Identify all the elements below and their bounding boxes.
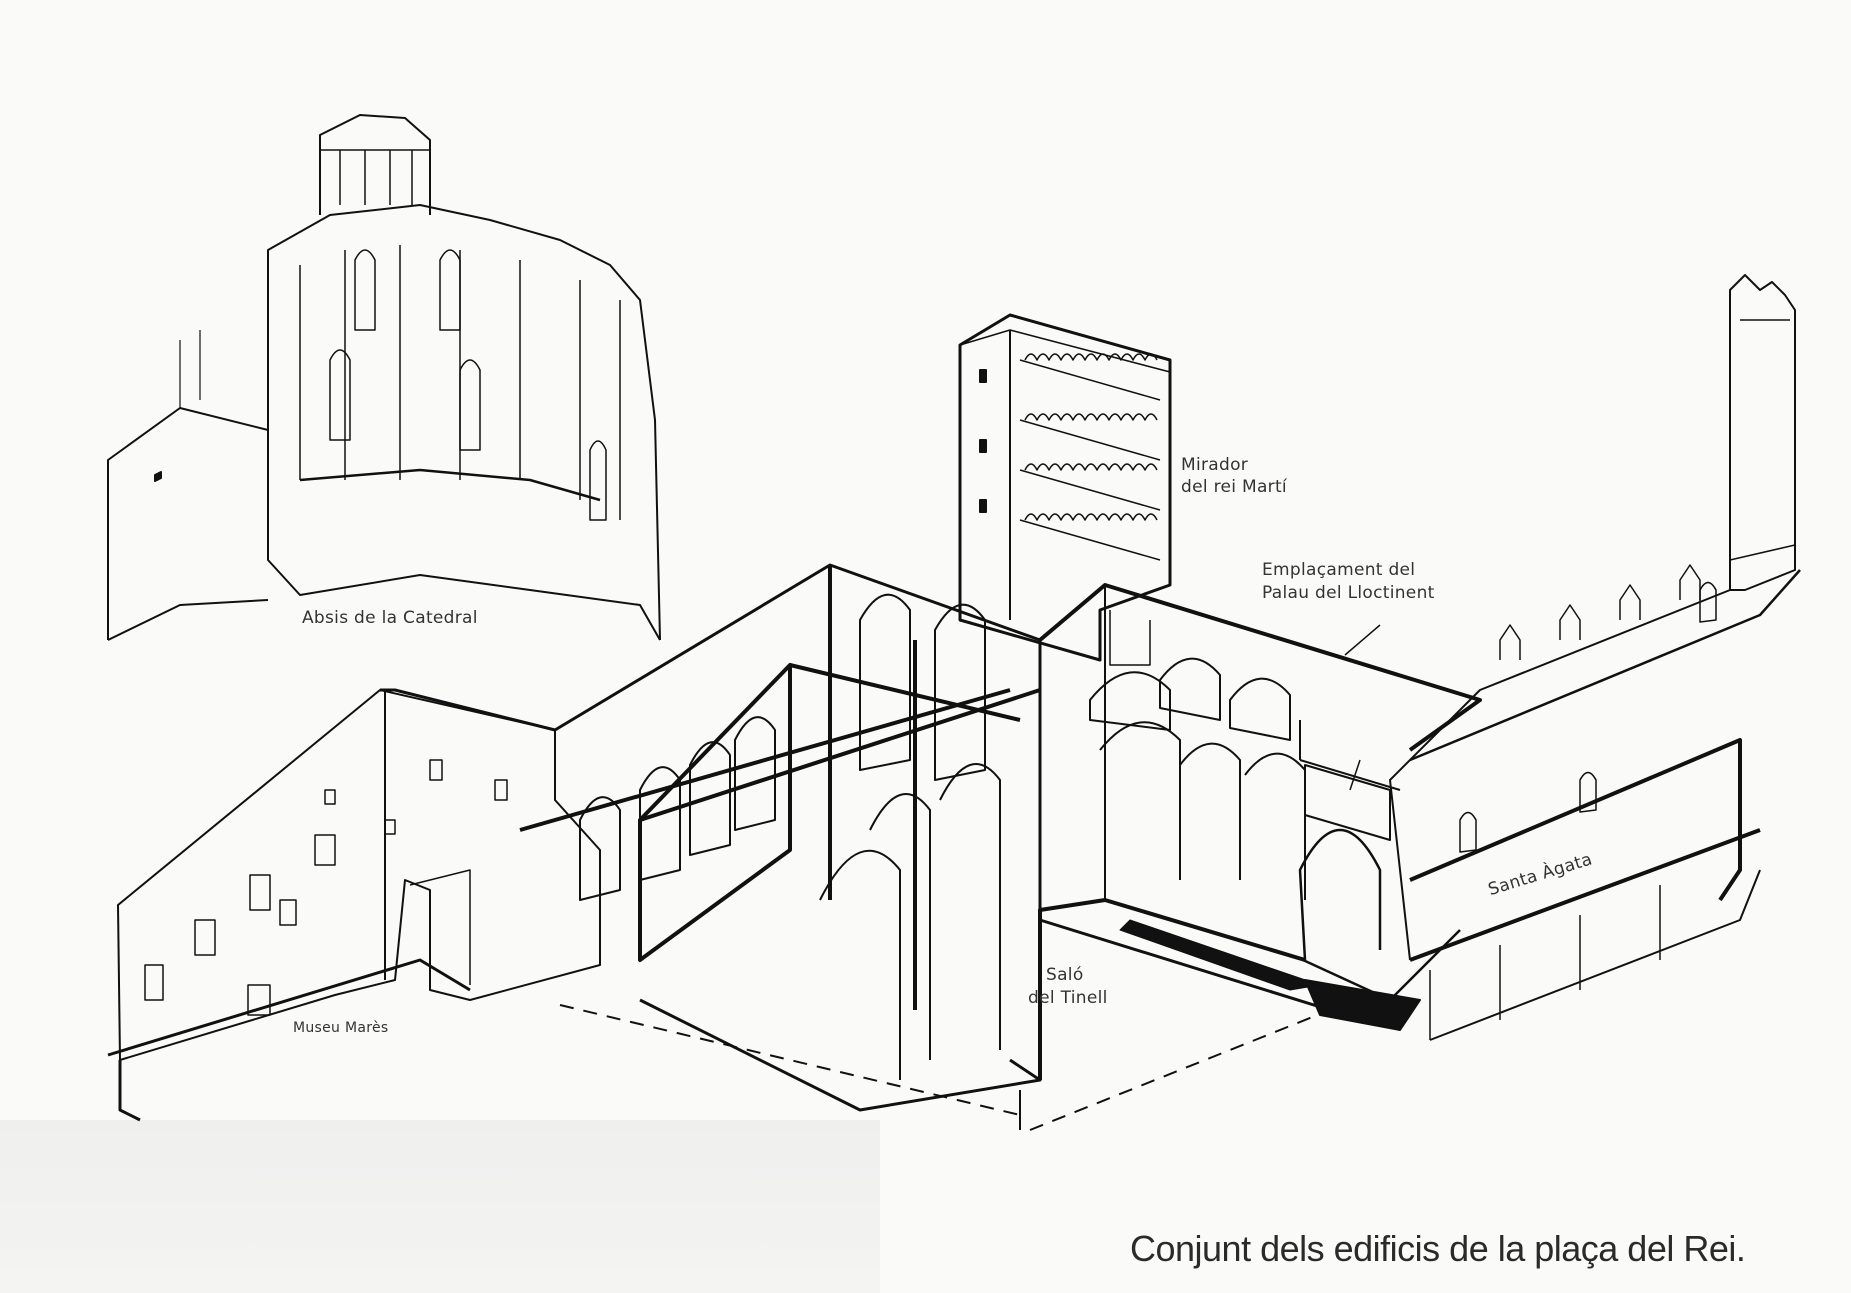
label-tinell-line1: Saló (1046, 965, 1084, 985)
mirador-tower-drawing (958, 313, 1172, 662)
label-palau-line2: Palau del Lloctinent (1262, 583, 1435, 603)
label-cathedral-apse: Absis de la Catedral (302, 608, 478, 628)
label-museu-mares: Museu Marès (293, 1020, 389, 1036)
cathedral-apse-drawing (107, 114, 661, 641)
salo-del-tinell-drawing (519, 563, 1331, 1131)
label-tinell-line2: del Tinell (1028, 988, 1108, 1008)
paper-shadow (0, 1120, 880, 1293)
palau-leader-line (1344, 624, 1381, 656)
figure-caption: Conjunt dels edificis de la plaça del Re… (1130, 1228, 1746, 1269)
label-mirador-line2: del rei Martí (1181, 477, 1287, 497)
label-mirador-line1: Mirador (1181, 455, 1249, 475)
museu-mares-drawing (107, 688, 601, 1122)
label-palau-line1: Emplaçament del (1262, 560, 1416, 580)
santa-agata-drawing (1389, 274, 1801, 1041)
